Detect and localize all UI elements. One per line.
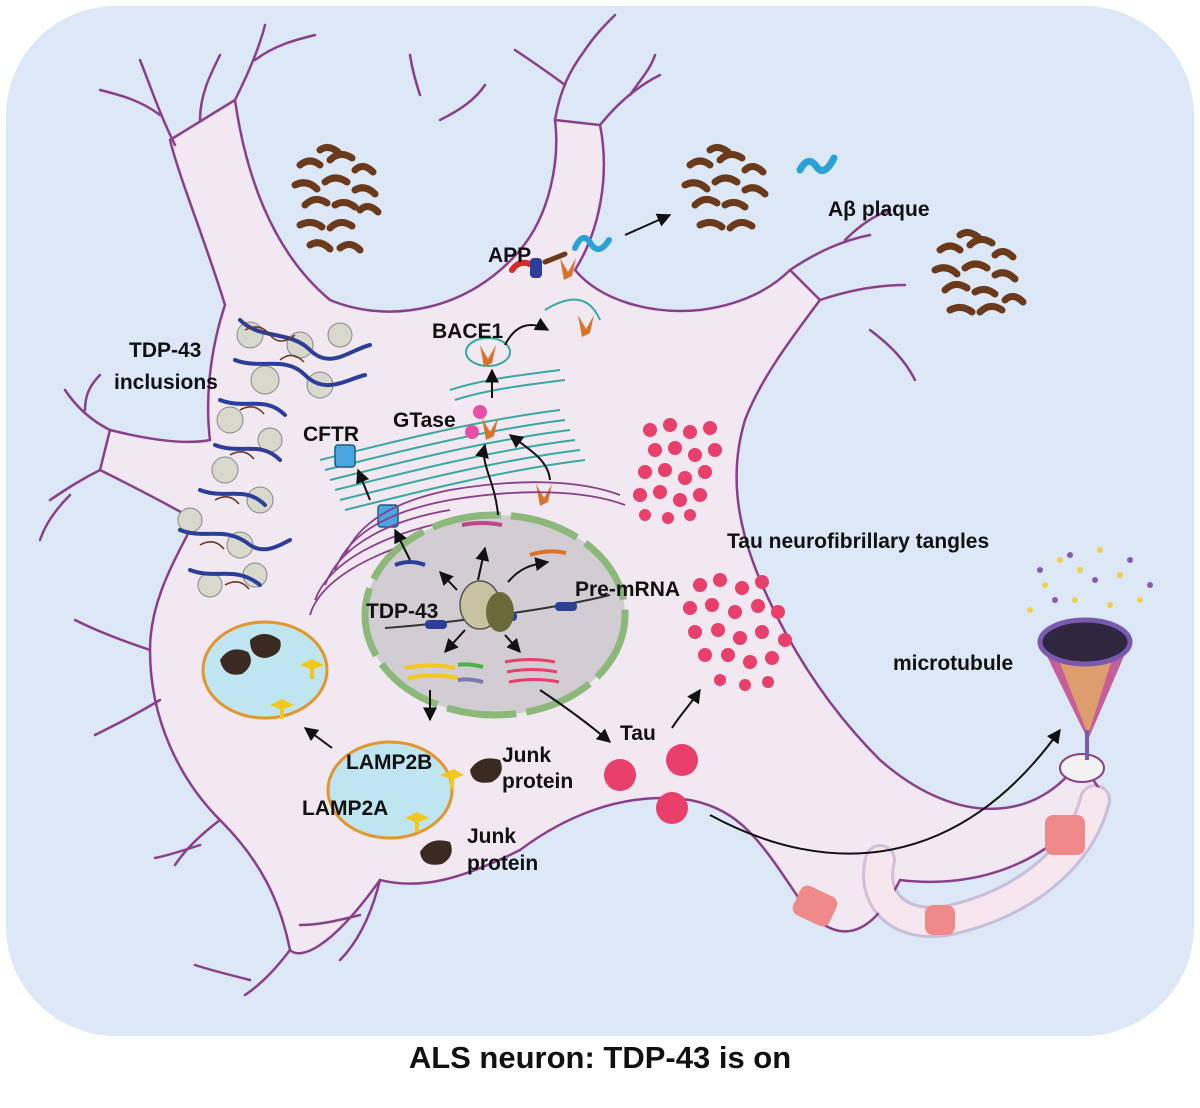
- lamp2b-receptor: [440, 769, 464, 789]
- lamp-receptor: [270, 699, 294, 719]
- bace1-enzyme-icon: [560, 258, 576, 280]
- tau-tangle-lower: [683, 573, 792, 691]
- junk-protein: [420, 840, 452, 865]
- bace1-enzyme-icon: [482, 418, 498, 440]
- abeta-peptide: [796, 154, 838, 174]
- gtase-enzyme: [465, 405, 552, 506]
- app-label: APP: [488, 244, 531, 267]
- ribosome-icon: [459, 580, 514, 632]
- bace1-enzyme-icon: [536, 484, 552, 506]
- lamp2a-label: LAMP2A: [302, 797, 388, 820]
- axon-cross-section: [1059, 753, 1105, 783]
- pre-mrna-label: Pre-mRNA: [575, 578, 680, 601]
- lamp2a-receptor: [405, 812, 429, 832]
- junk-protein-label-1-line1: Junk: [502, 744, 551, 767]
- junk-protein: [220, 649, 251, 675]
- lamp-receptor: [300, 659, 324, 679]
- tau-label: Tau: [620, 722, 656, 745]
- junk-protein-label-2-line1: Junk: [467, 825, 516, 848]
- figure-caption: ALS neuron: TDP-43 is on: [408, 1040, 792, 1075]
- lamp2b-label: LAMP2B: [346, 751, 432, 774]
- myelin-segment: [1045, 815, 1085, 855]
- abeta-plaque-label: Aβ plaque: [828, 198, 930, 221]
- microtubule-icon: [1027, 547, 1153, 760]
- bace1-label: BACE1: [432, 320, 504, 343]
- bace1-enzyme-icon: [480, 345, 496, 367]
- axon: [792, 753, 1111, 938]
- cftr-label: CFTR: [303, 423, 359, 446]
- tdp43-inclusions: [177, 318, 372, 598]
- junk-protein: [470, 758, 502, 783]
- plaque-intracellular: [291, 143, 382, 254]
- junk-protein-label-1-line2: protein: [502, 770, 573, 793]
- dendrites: [38, 13, 917, 997]
- app-protein: [509, 235, 612, 280]
- plaque-extracellular: [681, 143, 769, 232]
- plaque-distant: [931, 228, 1027, 316]
- myelin-segment: [792, 885, 838, 927]
- arrow-tau-to-microtubule: [709, 728, 1061, 855]
- lysosome-icon: [201, 620, 502, 865]
- pathway-arrows: [303, 368, 701, 749]
- microtubule-label: microtubule: [893, 652, 1013, 675]
- tau-tangle-upper: [633, 418, 722, 524]
- tau-monomers: [604, 744, 698, 824]
- gtase-label: GTase: [393, 409, 456, 432]
- tau-tangles-label: Tau neurofibrillary tangles: [727, 530, 989, 553]
- myelin-segment: [925, 905, 955, 935]
- bace1-vesicles: [465, 298, 601, 367]
- junk-protein: [250, 634, 281, 658]
- tdp43-inclusions-label-line1: TDP-43: [129, 339, 201, 362]
- nucleus: [361, 511, 629, 719]
- endoplasmic-reticulum: [309, 481, 626, 616]
- arrow-app-to-plaque: [624, 213, 672, 236]
- tdp43-label: TDP-43: [366, 600, 438, 623]
- bace1-enzyme-icon: [578, 315, 594, 337]
- junk-protein-label-2-line2: protein: [467, 852, 538, 875]
- amyloid-plaque-cluster: [291, 143, 1027, 316]
- tdp43-inclusions-label-line2: inclusions: [114, 371, 218, 394]
- tau-tangles: [604, 418, 792, 824]
